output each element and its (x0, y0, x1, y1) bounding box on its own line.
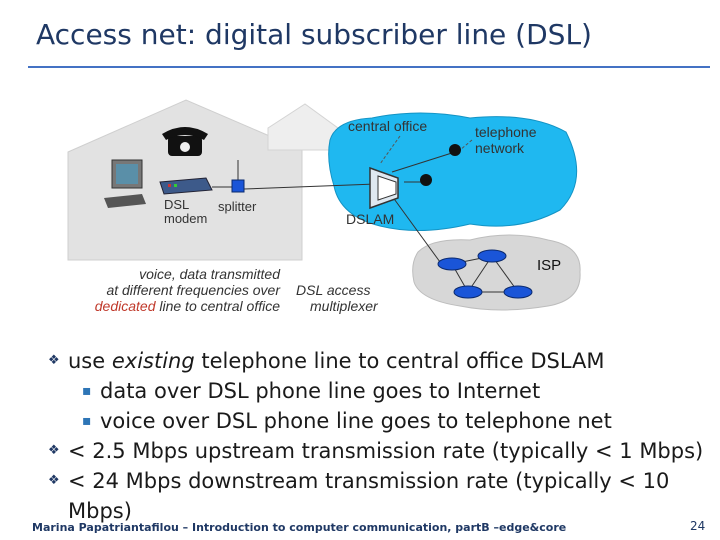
slide-footer: Marina Papatriantafilou – Introduction t… (32, 521, 567, 534)
slide-title: Access net: digital subscriber line (DSL… (36, 18, 592, 51)
bullet-item: ❖ < 24 Mbps downstream transmission rate … (48, 466, 718, 526)
sub-bullet-text: voice over DSL phone line goes to teleph… (100, 409, 612, 433)
isp-label: ISP (537, 257, 562, 274)
line-splitter-co (243, 183, 377, 190)
bullet-text: < 2.5 Mbps upstream transmission rate (t… (68, 439, 704, 463)
caption-line: DSL access (296, 282, 371, 298)
caption-line: dedicated line to central office (58, 298, 280, 314)
diamond-bullet-icon: ❖ (48, 473, 60, 488)
splitter-icon (231, 179, 245, 193)
caption-line: voice, data transmitted (139, 266, 280, 282)
sub-bullet-item: ▪ voice over DSL phone line goes to telep… (48, 406, 718, 436)
central-office-house (267, 103, 339, 151)
dslam-icon (369, 166, 399, 210)
bullet-emphasis: existing (111, 349, 195, 373)
dsl-modem-label: DSL modem (164, 197, 208, 226)
caption-text: line to central office (155, 298, 280, 314)
page-number: 24 (690, 519, 706, 533)
square-bullet-icon: ▪ (82, 413, 92, 429)
caption-line: multiplexer (310, 298, 378, 314)
bullet-text: < 24 Mbps downstream transmission rate (… (68, 469, 670, 523)
diamond-bullet-icon: ❖ (48, 353, 60, 368)
pointer-telephone-network (459, 139, 473, 151)
pointer-central-office (379, 135, 401, 165)
co-switch-dot (420, 174, 432, 186)
dslam-label: DSLAM (346, 211, 395, 227)
dslam-caption: DSL access multiplexer (296, 282, 388, 314)
central-office-label: central office (348, 118, 428, 134)
bullet-item: ❖ < 2.5 Mbps upstream transmission rate (… (48, 436, 718, 466)
caption-highlight: dedicated (94, 298, 156, 314)
bullet-list: ❖ use existing telephone line to central … (48, 346, 718, 526)
telephone-icon (162, 127, 208, 156)
router-icon (437, 249, 533, 299)
bullet-text: use (68, 349, 112, 373)
telephone-network-label: telephone network (475, 124, 537, 156)
dsl-modem-icon (159, 177, 213, 195)
sub-bullet-text: data over DSL phone line goes to Interne… (100, 379, 541, 403)
bullet-item: ❖ use existing telephone line to central … (48, 346, 718, 376)
caption-line: at different frequencies over (106, 282, 280, 298)
computer-icon (104, 159, 146, 208)
sub-bullet-item: ▪ data over DSL phone line goes to Intern… (48, 376, 718, 406)
telnet-switch-dot (449, 144, 461, 156)
line-co-telnet (391, 151, 456, 173)
square-bullet-icon: ▪ (82, 383, 92, 399)
diamond-bullet-icon: ❖ (48, 443, 60, 458)
title-underline (28, 66, 710, 68)
voice-data-caption: voice, data transmitted at different fre… (58, 266, 280, 314)
line-dslam-isp (391, 195, 441, 263)
splitter-label: splitter (218, 199, 257, 214)
bullet-text: telephone line to central office DSLAM (194, 349, 605, 373)
dsl-diagram (67, 99, 581, 311)
